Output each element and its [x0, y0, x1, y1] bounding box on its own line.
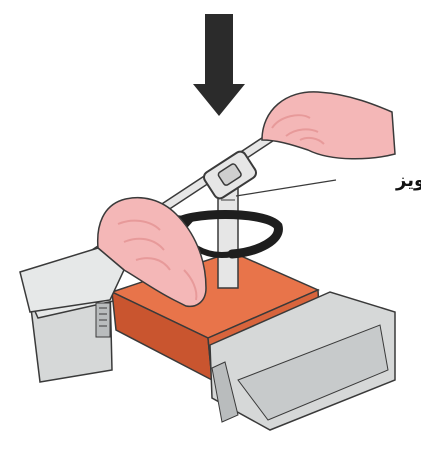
down-arrow-icon	[193, 14, 245, 116]
right-hand	[262, 92, 395, 159]
callout-leader-line	[236, 180, 336, 196]
tap-tool	[218, 186, 238, 288]
callout-label: قلاویز	[395, 170, 421, 191]
